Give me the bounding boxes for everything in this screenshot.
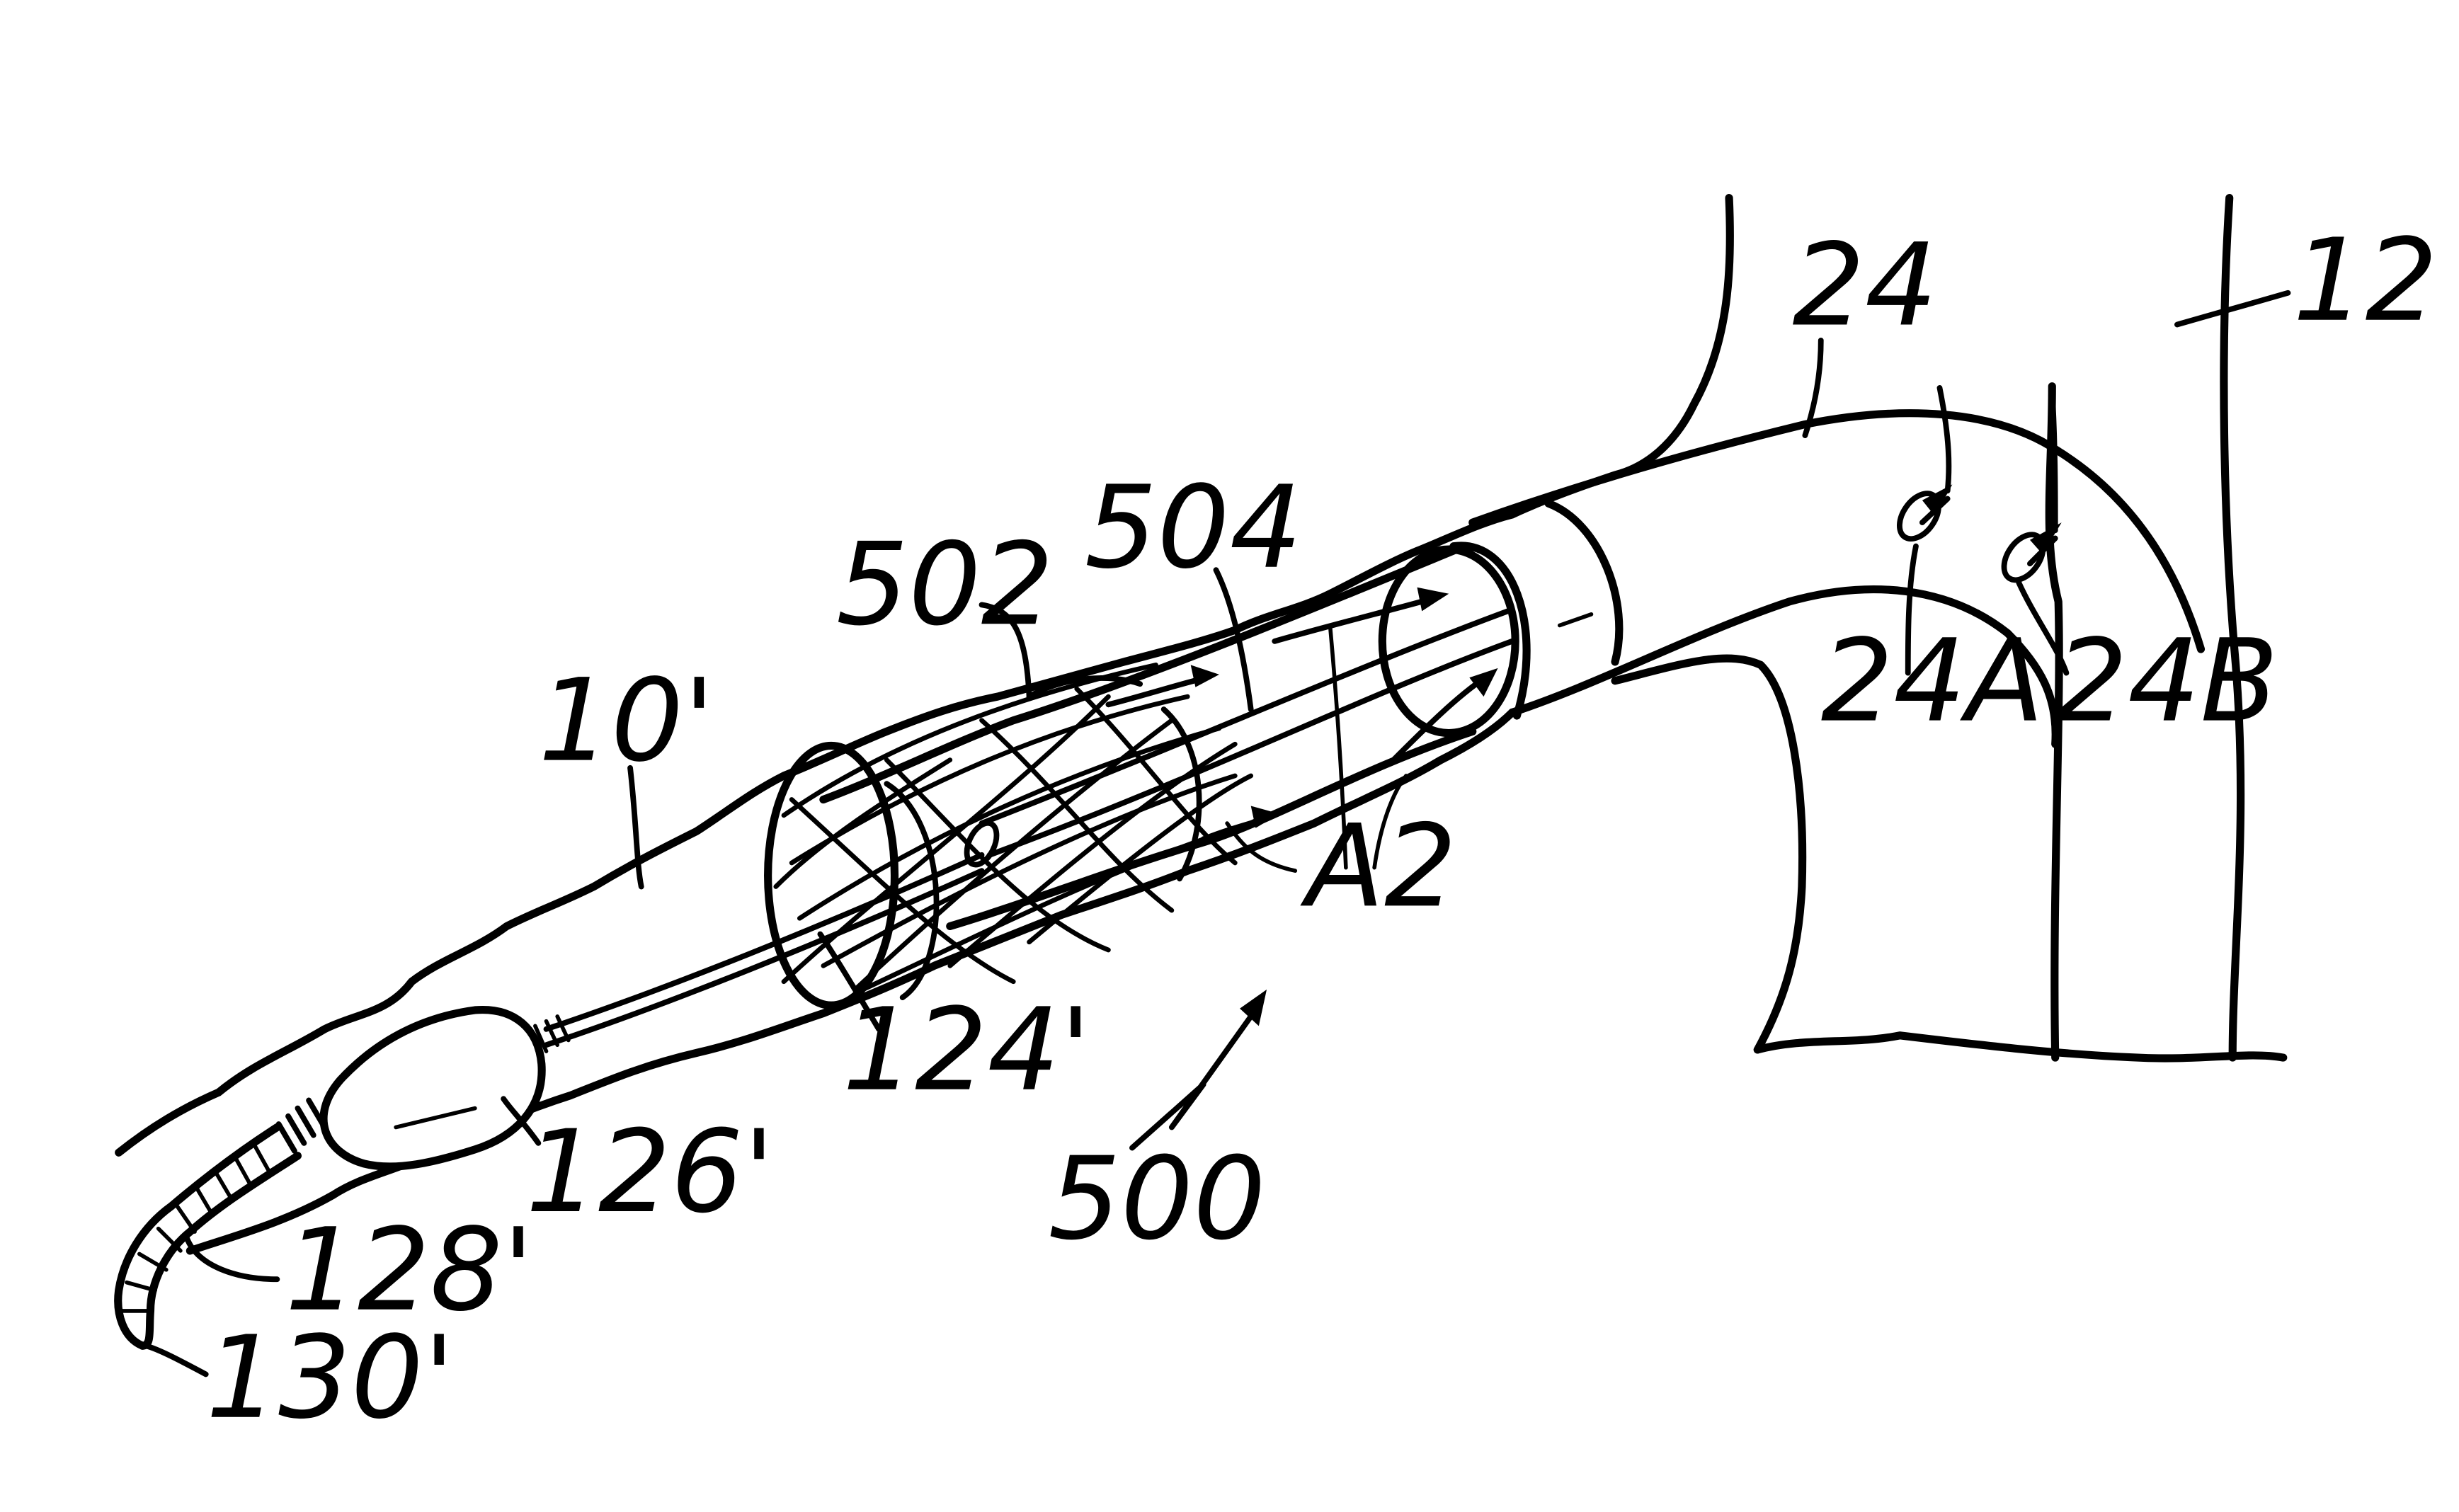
leader-12	[2177, 293, 2288, 325]
label-24b: 24B	[2055, 615, 2278, 748]
reference-labels: 12 24 24A 24B 504 502 10' A2 124' 126' 1…	[206, 214, 2438, 1444]
label-504: 504	[1085, 462, 1302, 594]
balloon	[324, 1010, 542, 1167]
leader-24a-up	[1939, 388, 1949, 491]
label-24: 24	[1793, 219, 1938, 352]
coil-ring-2	[234, 1156, 250, 1184]
label-12: 12	[2293, 214, 2438, 347]
leader-24b-up	[2052, 388, 2055, 530]
tube-band-back	[1548, 503, 1619, 662]
coil-ring-3	[215, 1172, 231, 1198]
label-a2: A2	[1300, 800, 1457, 932]
branch-vessel-left-wall	[1512, 198, 1730, 515]
label-130: 130'	[206, 1312, 455, 1444]
label-126: 126'	[525, 1106, 775, 1238]
branch-vessel-lower-wall	[1615, 658, 1803, 1050]
mesh-line-2	[792, 697, 1187, 863]
label-500: 500	[1048, 1133, 1265, 1265]
label-24a: 24A	[1821, 615, 2044, 748]
inner-dash-1	[1560, 614, 1592, 626]
aorta-base	[1757, 1036, 2283, 1058]
leader-130	[146, 1346, 206, 1374]
arrowhead-500	[1240, 990, 1267, 1026]
inner-shaft-upper	[982, 609, 1512, 823]
label-10: 10'	[538, 655, 714, 787]
coil-ring-4	[196, 1187, 212, 1214]
flow-arrow-3-head	[1191, 665, 1219, 687]
flow-arrow-2-head	[1469, 668, 1497, 697]
label-124: 124'	[843, 984, 1092, 1116]
flow-arrow-1-head	[1417, 588, 1449, 612]
coil-ring-1	[253, 1143, 269, 1172]
filter-mesh	[768, 665, 1251, 1005]
leader-500	[1132, 1005, 1259, 1147]
coil-ring-5	[177, 1206, 195, 1232]
coil-collar	[279, 1100, 325, 1151]
label-502: 502	[836, 518, 1054, 651]
